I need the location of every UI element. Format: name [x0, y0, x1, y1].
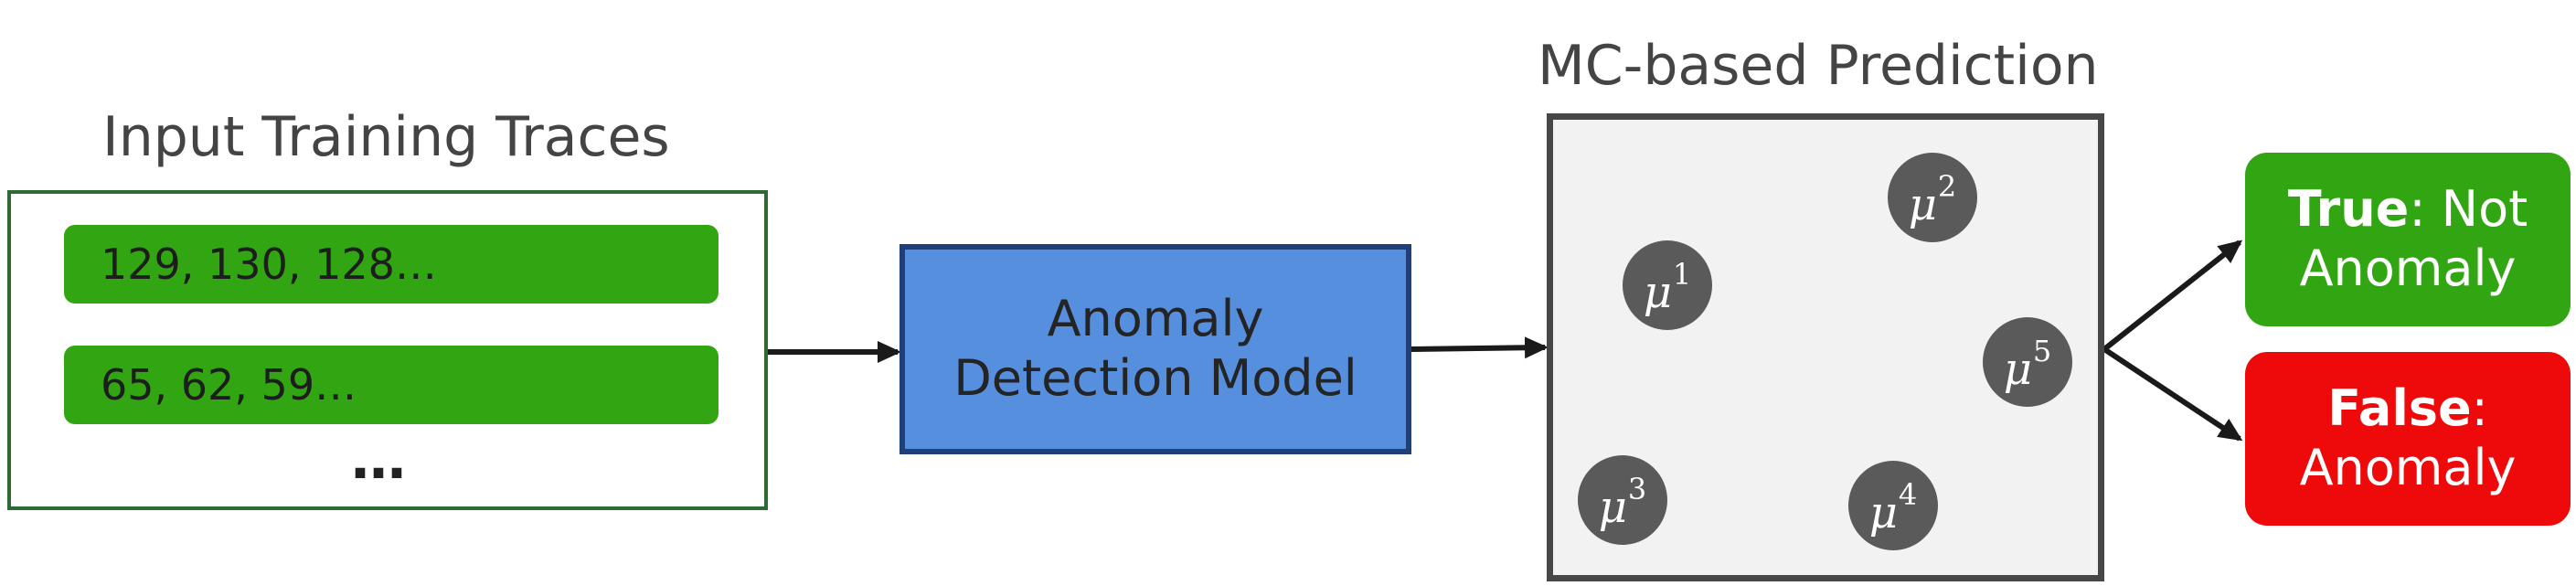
arrow-mc-to-false	[2102, 346, 2243, 442]
result-false-rest: :	[2471, 379, 2488, 438]
state-index: 5	[2032, 334, 2052, 368]
mu-symbol: μ	[1598, 482, 1627, 533]
mu-symbol: μ	[1908, 179, 1937, 230]
state-index: 1	[1672, 257, 1692, 292]
mu-symbol: μ	[1868, 487, 1898, 538]
mu-symbol: μ	[1643, 267, 1672, 318]
arrow-mc-to-true	[2102, 240, 2243, 352]
result-true-line-1: True: Not	[2288, 180, 2528, 240]
result-false-anomaly: False: Anomaly	[2245, 352, 2571, 526]
state-index: 3	[1627, 472, 1647, 506]
model-label-line-1: Anomaly	[1047, 290, 1264, 348]
anomaly-detection-model-box: Anomaly Detection Model	[899, 244, 1411, 454]
trace-bar: 65, 62, 59…	[64, 346, 719, 424]
arrow-model-to-mc	[1410, 336, 1549, 359]
mc-prediction-title: MC-based Prediction	[1538, 34, 2099, 98]
result-false-keyword: False	[2327, 379, 2472, 438]
result-true-keyword: True	[2287, 180, 2410, 239]
result-true-line-2: Anomaly	[2299, 240, 2517, 297]
mu-symbol: μ	[2003, 344, 2032, 395]
state-index: 4	[1898, 477, 1918, 512]
result-false-line-2: Anomaly	[2299, 439, 2517, 496]
more-traces-ellipsis: …	[351, 428, 408, 492]
input-traces-title: Input Training Traces	[102, 105, 670, 169]
result-true-not-anomaly: True: Not Anomaly	[2245, 153, 2571, 326]
result-false-line-1: False:	[2327, 379, 2488, 439]
model-label-line-2: Detection Model	[953, 349, 1357, 407]
input-traces-panel: 129, 130, 128… 65, 62, 59… …	[7, 190, 768, 510]
trace-bar: 129, 130, 128…	[64, 225, 719, 304]
result-true-rest: : Not	[2409, 180, 2528, 239]
state-index: 2	[1937, 169, 1957, 204]
